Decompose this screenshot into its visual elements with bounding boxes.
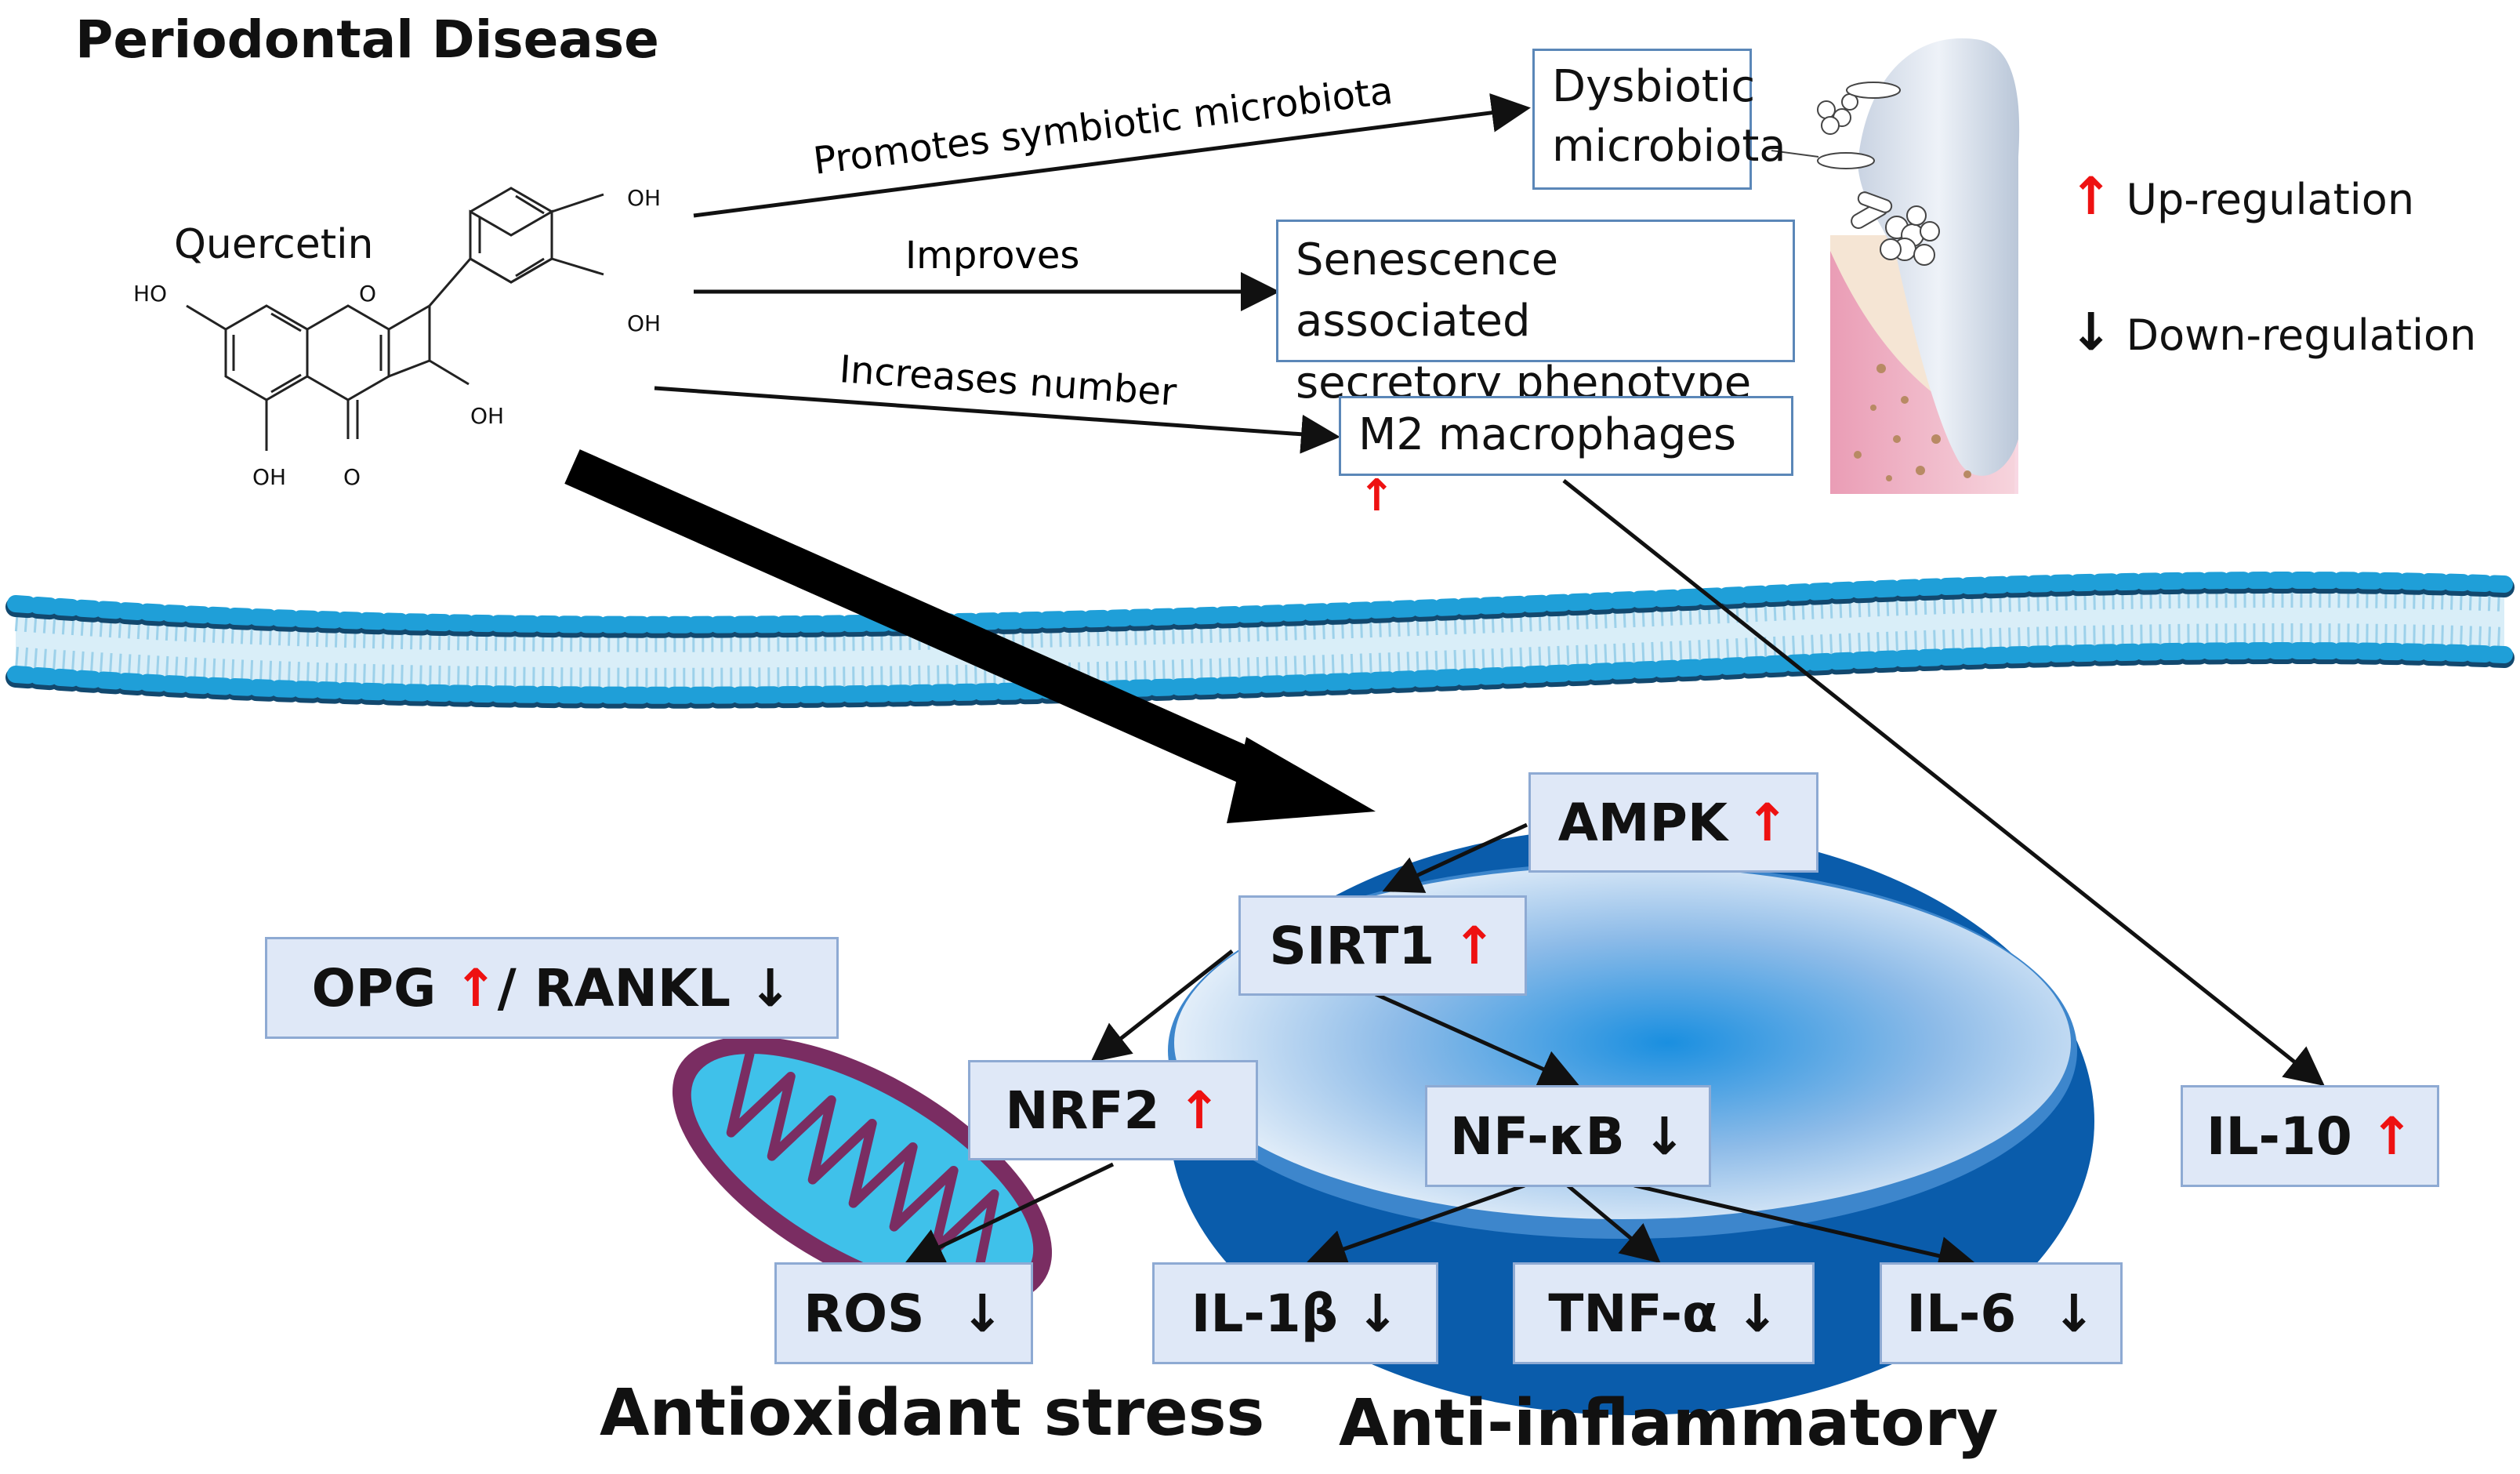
antiinflammatory-label: Anti-inflammatory [1339, 1386, 1999, 1461]
dysbiotic-line1: Dysbiotic [1552, 61, 1756, 112]
chem-o-label: O [343, 464, 361, 490]
antioxidant-label: Antioxidant stress [600, 1376, 1265, 1450]
down-arrow-icon: ↓ [749, 957, 792, 1018]
dysbiotic-box: Dysbiotic microbiota [1532, 49, 1786, 190]
down-arrow-icon: ↓ [1355, 1283, 1400, 1344]
ros-label: ROS [803, 1283, 925, 1344]
down-arrow-icon: ↓ [960, 1283, 1004, 1344]
chem-oh-label: OH [627, 310, 661, 336]
tnfa-label: TNF-α [1548, 1283, 1718, 1344]
up-arrow-icon: ↑ [454, 957, 498, 1018]
dysbiotic-line2: microbiota [1552, 120, 1786, 172]
nfkb-label: NF-κB [1449, 1106, 1625, 1167]
senescence-line1: Senescence associated [1296, 234, 1559, 347]
il1b-label: IL-1β [1191, 1283, 1338, 1344]
quercetin-label: Quercetin [174, 221, 374, 268]
rankl-label: / RANKL [497, 957, 731, 1018]
up-arrow-icon: ↑ [1358, 470, 1395, 522]
chem-oh-label: OH [252, 464, 286, 490]
il10-box: IL-10 ↑ [2181, 1085, 2439, 1187]
down-arrow-icon: ↓ [2052, 1283, 2096, 1344]
opg-label: OPG [311, 957, 437, 1018]
down-arrow-icon: ↓ [2069, 302, 2113, 362]
improves-label: Improves [905, 234, 1079, 278]
chem-oh-label: OH [627, 185, 661, 211]
il6-box: IL-6 ↓ [1880, 1262, 2123, 1364]
down-arrow-icon: ↓ [1735, 1283, 1779, 1344]
up-arrow-icon: ↑ [2069, 166, 2113, 227]
legend-up: ↑ Up-regulation [2069, 166, 2414, 227]
chem-ho-label: HO [133, 281, 167, 307]
il10-label: IL-10 [2206, 1106, 2352, 1167]
sirt1-label: SIRT1 [1269, 915, 1435, 976]
tnfa-box: TNF-α ↓ [1513, 1262, 1815, 1364]
nrf2-label: NRF2 [1005, 1080, 1160, 1141]
chem-oh-label: OH [470, 403, 504, 429]
page-title: Periodontal Disease [75, 9, 659, 70]
opg-rankl-box: OPG ↑/ RANKL ↓ [265, 937, 839, 1039]
increases-label: Increases number [838, 347, 1178, 415]
tooth-illustration [1771, 38, 2020, 494]
up-arrow-icon: ↑ [1745, 792, 1789, 853]
il1b-box: IL-1β ↓ [1152, 1262, 1438, 1364]
legend-down: ↓ Down-regulation [2069, 302, 2476, 362]
senescence-box: Senescence associated secretory phenotyp… [1276, 220, 1795, 408]
up-arrow-icon: ↑ [1452, 915, 1496, 976]
ros-box: ROS ↓ [774, 1262, 1033, 1364]
sirt1-box: SIRT1 ↑ [1238, 895, 1527, 996]
up-arrow-icon: ↑ [1177, 1080, 1221, 1141]
nrf2-box: NRF2 ↑ [968, 1060, 1258, 1160]
nfkb-box: NF-κB ↓ [1425, 1085, 1711, 1187]
up-arrow-icon: ↑ [2370, 1106, 2414, 1167]
legend-down-label: Down-regulation [2126, 310, 2477, 360]
legend-up-label: Up-regulation [2126, 175, 2415, 224]
il6-label: IL-6 [1906, 1283, 2017, 1344]
cell-membrane [5, 572, 2515, 709]
quercetin-structure [186, 187, 604, 451]
down-arrow-icon: ↓ [1642, 1106, 1687, 1167]
m2-label: M2 macrophages [1358, 409, 1736, 460]
m2-box: M2 macrophages ↑ [1339, 396, 1793, 521]
promotes-label: Promotes symbiotic microbiota [811, 69, 1395, 183]
ampk-label: AMPK [1557, 792, 1728, 853]
big-arrow-shaft [564, 449, 1278, 793]
big-arrow-head [1227, 737, 1376, 823]
chem-o-label: O [359, 281, 376, 307]
ampk-box: AMPK ↑ [1528, 772, 1818, 873]
